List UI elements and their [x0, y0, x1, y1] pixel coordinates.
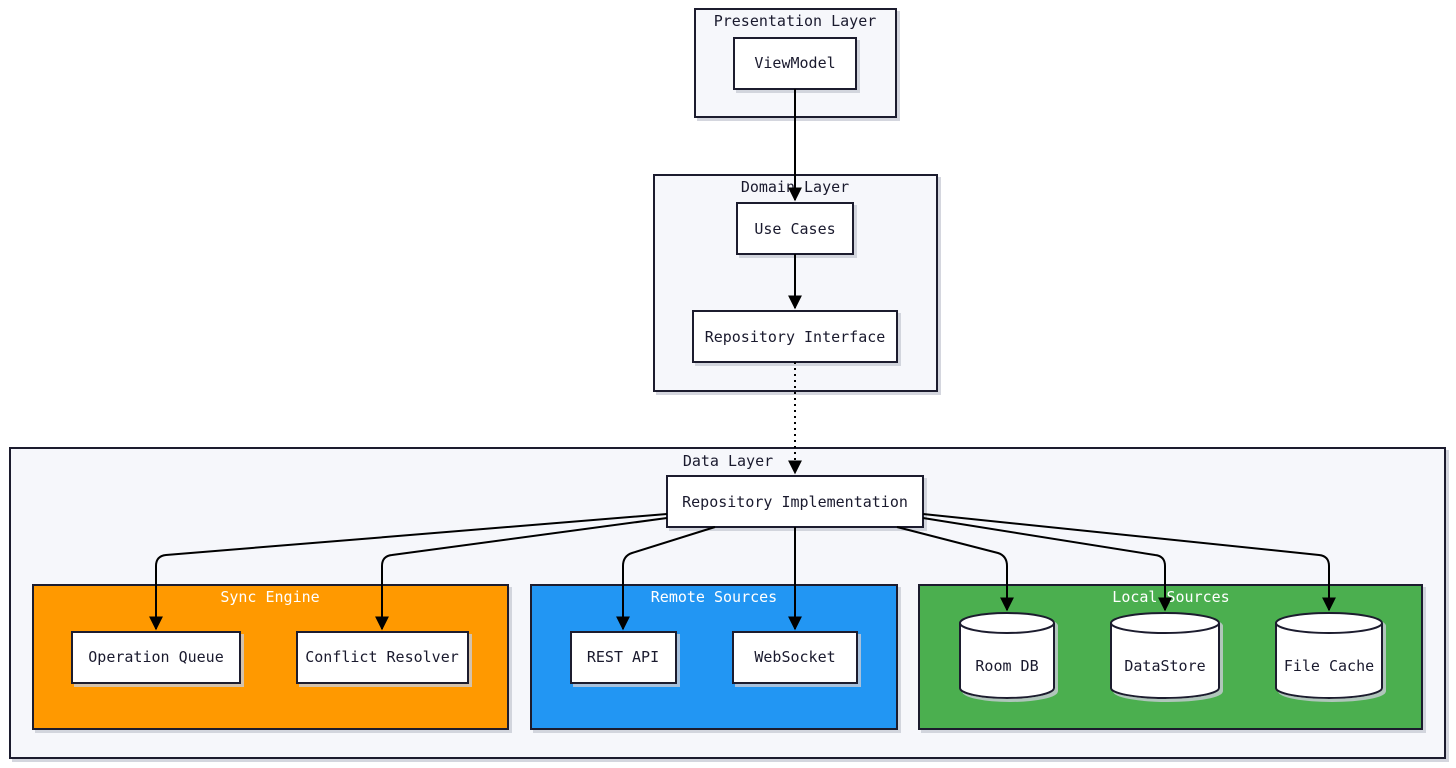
sync-engine-title: Sync Engine [220, 588, 319, 606]
conflict-resolver-label: Conflict Resolver [305, 648, 459, 666]
node-conflict-resolver: Conflict Resolver [296, 631, 469, 684]
edge-impl-to-conflict-resolver [375, 517, 668, 631]
websocket-label: WebSocket [754, 648, 835, 666]
presentation-layer-title: Presentation Layer [714, 12, 877, 30]
node-datastore-cylinder [1110, 612, 1220, 699]
data-layer-title: Data Layer [683, 452, 773, 470]
local-sources-title: Local Sources [1112, 588, 1229, 606]
remote-sources-title: Remote Sources [651, 588, 777, 606]
file-cache-label: File Cache [1284, 657, 1374, 675]
edge-impl-to-room-db [896, 526, 1014, 612]
use-cases-label: Use Cases [754, 220, 835, 238]
node-room-db-cylinder [959, 612, 1055, 699]
node-file-cache-cylinder [1275, 612, 1383, 699]
rest-api-label: REST API [587, 648, 659, 666]
node-repository-interface: Repository Interface [692, 310, 898, 363]
edge-impl-to-datastore [922, 517, 1172, 612]
repository-interface-label: Repository Interface [705, 328, 886, 346]
operation-queue-label: Operation Queue [88, 648, 223, 666]
node-use-cases: Use Cases [736, 202, 854, 255]
node-viewmodel: ViewModel [733, 37, 857, 90]
node-websocket: WebSocket [732, 631, 858, 684]
edge-impl-to-rest-api [616, 526, 716, 631]
edge-impl-to-file-cache [922, 513, 1336, 612]
edge-impl-to-operation-queue [149, 513, 668, 631]
room-db-label: Room DB [975, 657, 1038, 675]
node-repository-implementation: Repository Implementation [666, 475, 924, 528]
node-rest-api: REST API [570, 631, 677, 684]
datastore-label: DataStore [1124, 657, 1205, 675]
node-operation-queue: Operation Queue [71, 631, 241, 684]
viewmodel-label: ViewModel [754, 54, 835, 72]
repository-implementation-label: Repository Implementation [682, 493, 908, 511]
